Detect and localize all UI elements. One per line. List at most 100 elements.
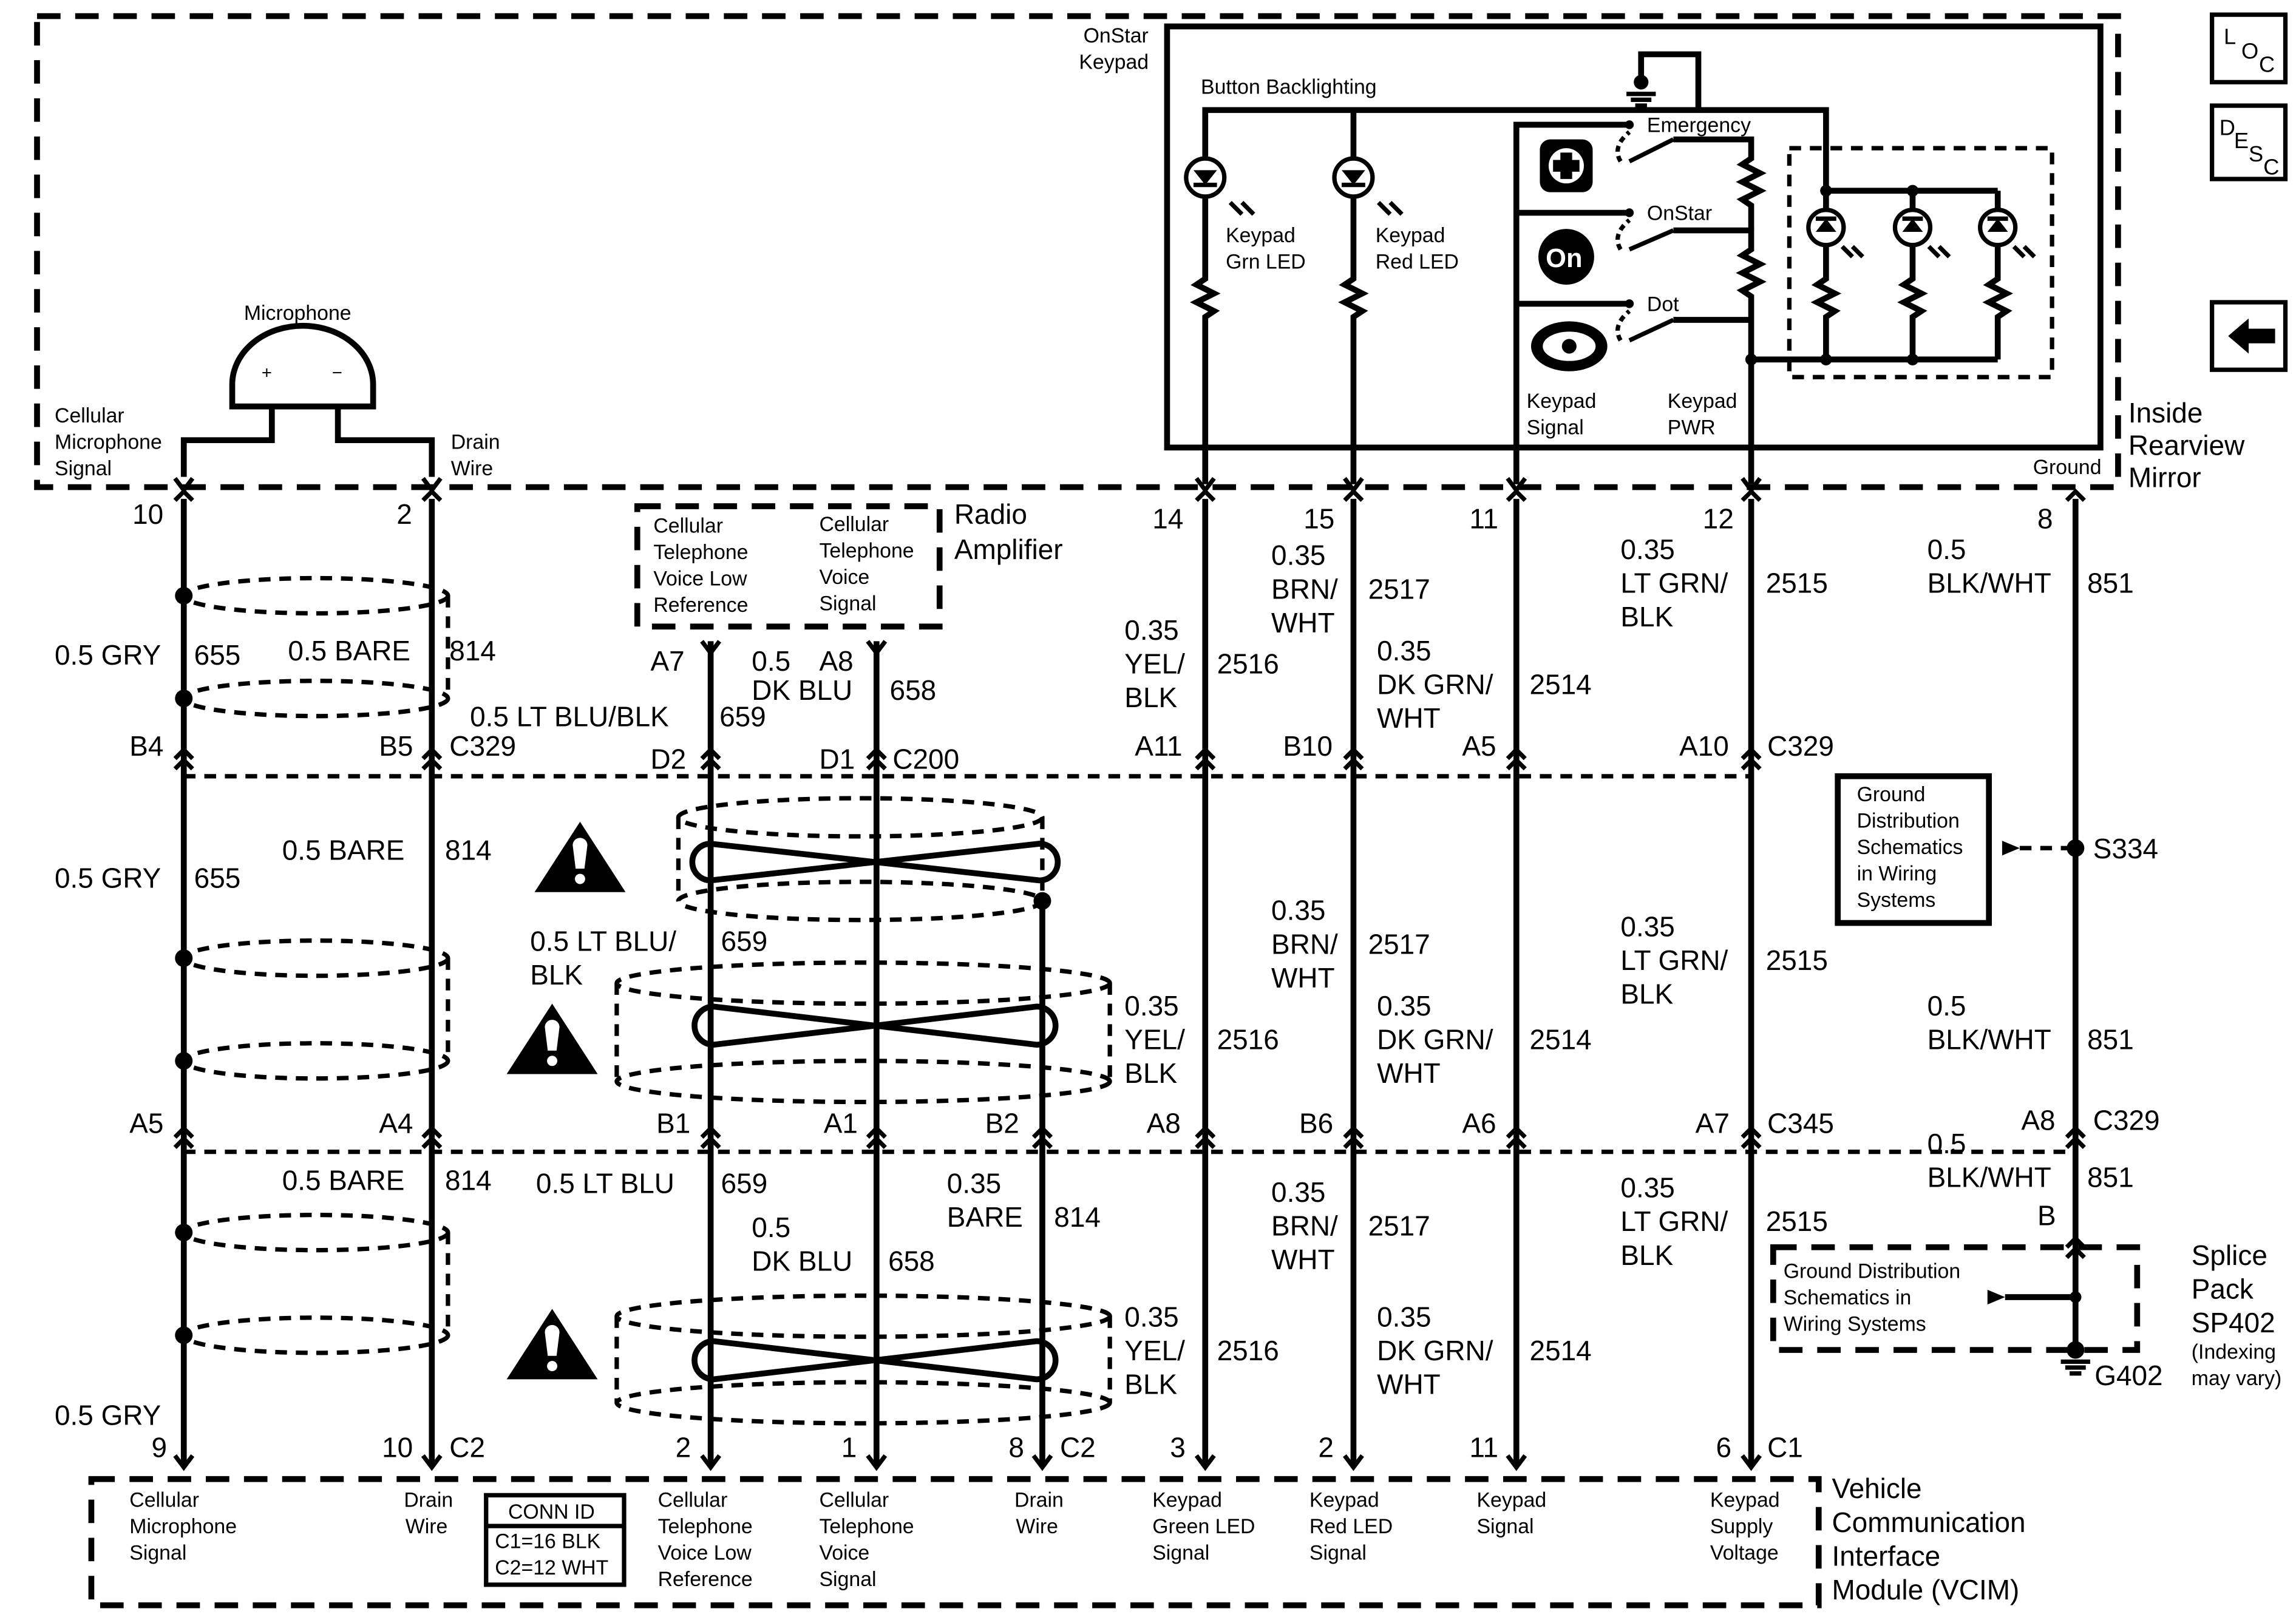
dot-button-icon [1530,321,1608,371]
upper-dkgrn-1: 0.35 [1377,635,1431,666]
conn-id-c2: C2=12 WHT [495,1556,608,1579]
dot-label: Dot [1647,293,1679,316]
keypad-signal-wire [1513,121,1627,484]
ground-dist-l5: Systems [1857,889,1936,912]
pin-bottom-c2a: C2 [449,1432,485,1463]
mid-ltgrn-circ: 2515 [1766,944,1828,976]
mid-ltblu-circ: 659 [721,925,768,957]
back-arrow-button[interactable] [2210,300,2288,372]
vcim-vl4: Reference [658,1568,753,1591]
upper-dkblu-2: DK BLU [752,674,852,706]
loc-button[interactable]: L O C [2210,12,2288,85]
lower-brn-2: BRN/ [1271,1210,1338,1241]
lower-dkblu-2: DK BLU [752,1245,852,1276]
pin-top-10: 10 [132,498,163,530]
splice-pack-t1: Splice [2192,1239,2267,1271]
radio-amp-title-1: Radio [954,498,1027,530]
pin-top-8: 8 [2037,503,2053,534]
radio-amp-pin-a7: A7 [650,645,684,677]
c345-a1: A1 [824,1107,858,1139]
onstar-keypad-box [1164,23,2104,451]
twisted-pair-lower [614,1293,1112,1426]
microphone-label: Microphone [244,302,352,325]
splice-gd2[interactable]: Schematics in [1784,1286,1912,1309]
ground-dist-l4: in Wiring [1857,862,1937,885]
upper-dkgrn-2: DK GRN/ [1377,668,1493,700]
c345-label: C345 [1767,1107,1834,1139]
lower-yel-1: 0.35 [1124,1301,1178,1332]
upper-blk-1: 0.5 [1927,534,1966,565]
conn-id-box [484,1493,627,1587]
upper-ltgrn-1: 0.35 [1620,534,1674,565]
loc-letter-c: C [2259,52,2275,76]
pin-top-14: 14 [1152,503,1183,534]
c200-label: C200 [892,744,959,775]
mid-blk-2: BLK/WHT [1927,1023,2051,1055]
mid-bare-circ: 814 [445,835,492,866]
radio-amp-l1: Cellular [653,515,723,538]
led-array-icon [1745,185,2036,365]
led-array-box [1787,146,2054,379]
upper-ltblu-size: 0.5 LT BLU/BLK [470,701,669,733]
c329-b5: B5 [379,730,413,762]
shield-mid-1 [175,938,450,1081]
splice-gd1[interactable]: Ground Distribution [1784,1260,1960,1283]
radio-amp-r3: Voice [819,566,869,589]
splice-pack-t5: may vary) [2192,1367,2281,1390]
mid-dkgrn-circ: 2514 [1530,1023,1592,1055]
vcim-ks2: Signal [1477,1515,1534,1538]
keypad-title-1: OnStar [1084,24,1149,47]
radio-amp-box [634,503,943,630]
keypad-pwr-label-1: Keypad [1668,390,1737,413]
c345-b2: B2 [985,1107,1019,1139]
pin-bottom-3: 3 [1170,1432,1186,1463]
vcim-dw4: Wire [1016,1515,1058,1538]
keypad-pwr-label-2: PWR [1668,416,1716,439]
vcim-vs4: Signal [819,1568,876,1591]
vcim-title-4: Module (VCIM) [1832,1574,2020,1605]
connector-marks [173,476,2086,1471]
pin-bottom-1: 1 [841,1432,857,1463]
vcim-title-3: Interface [1832,1540,1941,1571]
pin-bottom-10: 10 [382,1432,413,1463]
vcim-cm1: Cellular [129,1489,199,1512]
upper-yel-1: 0.35 [1124,614,1178,646]
c329-a11: A11 [1135,730,1182,762]
upper-brn-1: 0.35 [1271,540,1325,571]
c345-a7: A7 [1696,1107,1730,1139]
upper-bare-size: 0.5 BARE [288,635,410,666]
twisted-pair-mid-2 [614,960,1112,1105]
lower-dkgrn-3: WHT [1377,1369,1441,1400]
lower-dkblu-circ: 658 [888,1245,935,1276]
desc-letter-d: D [2220,115,2235,140]
mirror-title-3: Mirror [2128,462,2201,493]
lower-dkgrn-2: DK GRN/ [1377,1335,1493,1366]
lower-yel-3: BLK [1124,1369,1177,1400]
mid-gry-circ: 655 [194,863,241,894]
radio-amp-r2: Telephone [819,540,914,563]
mirror-title-1: Inside [2128,397,2203,429]
desc-button[interactable]: D E S C [2210,103,2288,181]
upper-brn-3: WHT [1271,607,1335,639]
vcim-dw1: Drain [404,1489,453,1512]
desc-letter-s: S [2249,141,2263,166]
ground-dist-box[interactable] [1835,773,1992,926]
splice-pack-t4: (Indexing [2192,1341,2276,1364]
c345-a8: A8 [1147,1107,1181,1139]
ground-dist-l2: Distribution [1857,809,1960,832]
mid-blk-1: 0.5 [1927,990,1966,1022]
mid-brn-1: 0.35 [1271,895,1325,926]
vcim-vs1: Cellular [819,1489,889,1512]
lower-bare2-1: 0.35 [947,1167,1001,1199]
resistor-red [1338,196,1369,484]
splice-gd3[interactable]: Wiring Systems [1784,1313,1926,1336]
led-red-icon [1332,156,1404,216]
splice-s334: S334 [2093,833,2158,864]
vcim-kr2: Red LED [1309,1515,1393,1538]
lower-brn-3: WHT [1271,1244,1335,1275]
loc-letter-l: L [2224,24,2236,49]
lower-bare-size: 0.5 BARE [282,1165,405,1196]
pin-bottom-6: 6 [1716,1432,1732,1463]
arrow-right-icon [1987,1289,2005,1305]
ground-dist-l3: Schematics [1857,836,1963,859]
